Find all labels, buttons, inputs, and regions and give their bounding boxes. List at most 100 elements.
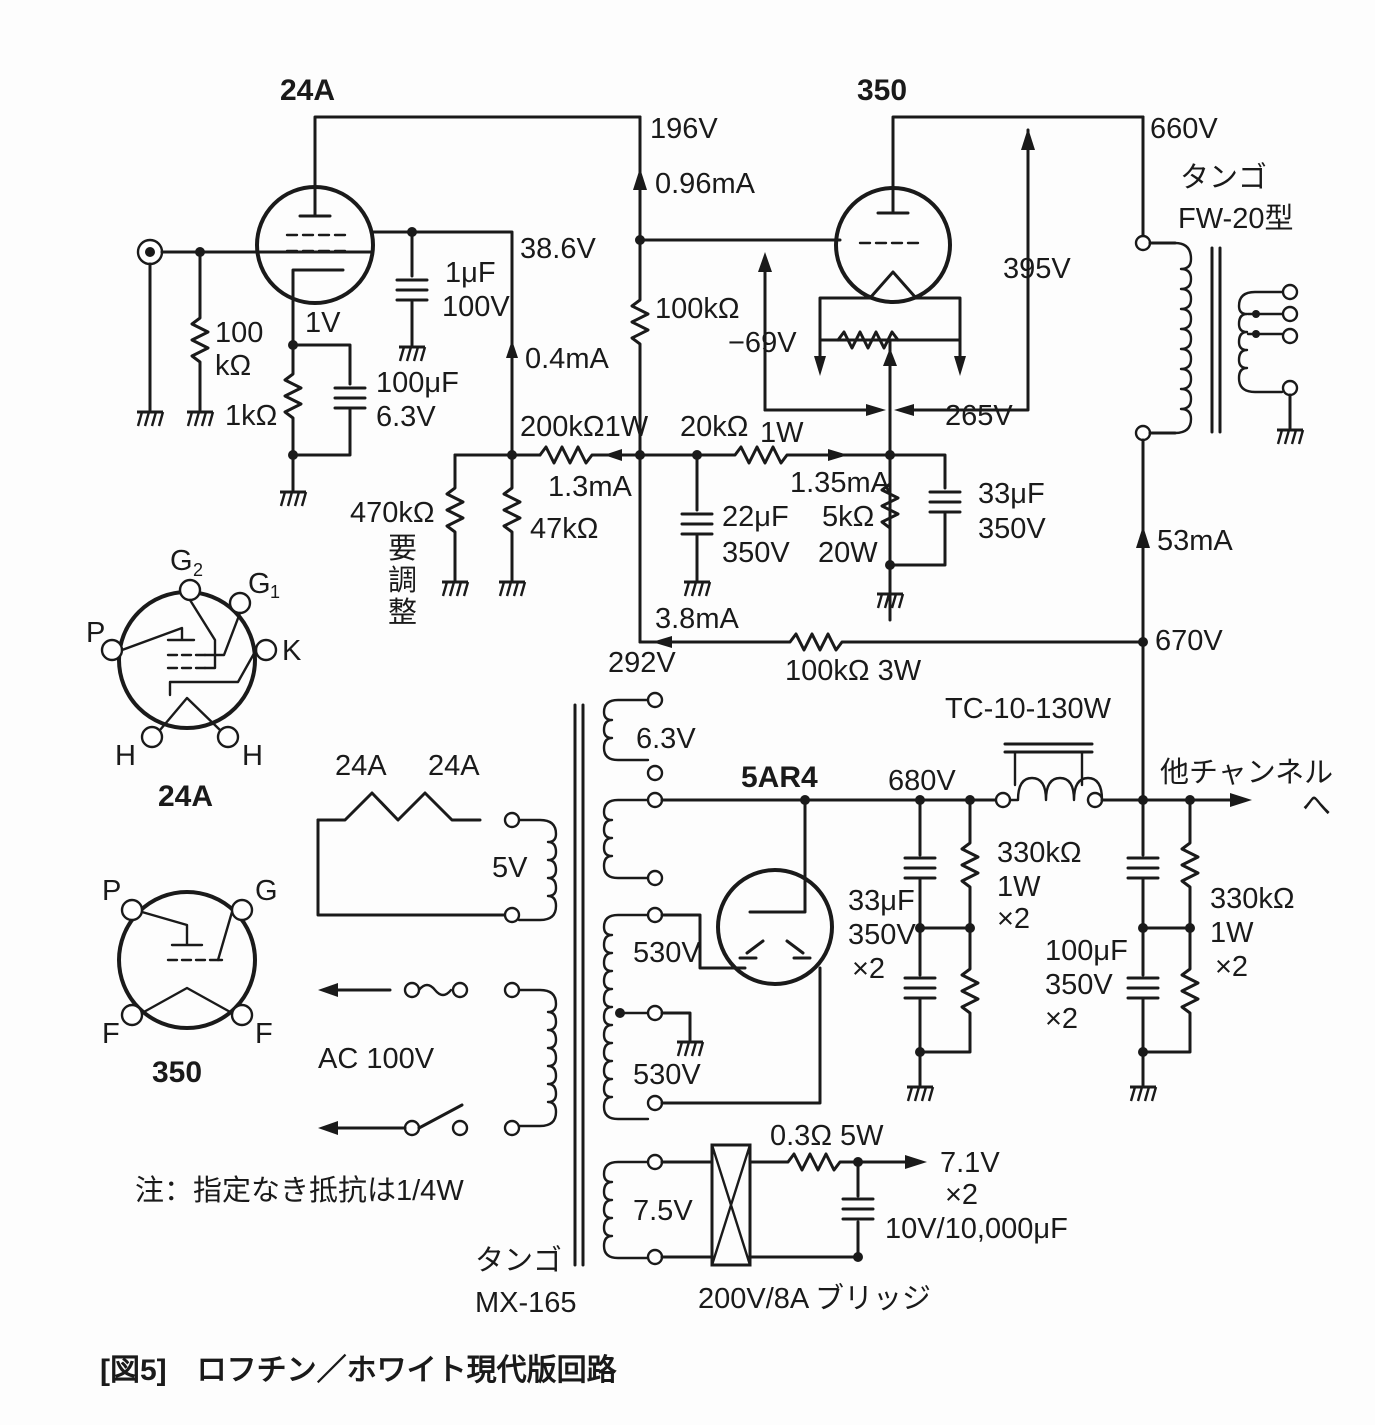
- label-670v: 670V: [1155, 625, 1223, 657]
- label-r470k-note-3: 整: [388, 596, 417, 629]
- output-transformer: [1134, 115, 1305, 802]
- pin-350-p: P: [102, 875, 121, 907]
- label-heater-24a-1: 24A: [335, 750, 387, 782]
- label-c10000: 10V/10,000μF: [885, 1213, 1068, 1245]
- label-096ma: 0.96mA: [655, 168, 756, 200]
- label-530v-a: 530V: [633, 937, 701, 969]
- label-24a: 24A: [280, 74, 335, 107]
- label-r5k-1: 5kΩ: [822, 501, 874, 533]
- label-power-trans-1: タンゴ: [475, 1244, 562, 1277]
- pin-24a-g2: G: [170, 545, 193, 577]
- label-r20k-2: 1W: [760, 417, 804, 449]
- label-other-channel-2: へ: [1302, 790, 1331, 822]
- pin-24a-h2: H: [242, 740, 263, 772]
- pinout-24a: [100, 578, 278, 749]
- label-r20k-1: 20kΩ: [680, 411, 748, 443]
- pin-24a-g1-sub: 1: [270, 582, 280, 602]
- pin-24a-p: P: [86, 617, 105, 649]
- pin-24a-h1: H: [115, 740, 136, 772]
- label-c100x2-1: 100μF: [1045, 935, 1128, 967]
- label-04ma: 0.4mA: [525, 343, 609, 375]
- label-choke: TC-10-130W: [945, 693, 1112, 725]
- label-350: 350: [857, 74, 907, 107]
- label-power-trans-2: MX-165: [475, 1287, 577, 1319]
- label-r1k: 1kΩ: [225, 400, 277, 432]
- label-135ma: 1.35mA: [790, 467, 891, 499]
- rectifier-5ar4: [660, 742, 1252, 1105]
- label-r47k: 47kΩ: [530, 513, 598, 545]
- label-bridge-rating: 200V/8A: [698, 1283, 810, 1315]
- label-196v: 196V: [650, 113, 718, 145]
- label-c100u-1: 100μF: [376, 367, 459, 399]
- label-386v: 38.6V: [520, 233, 596, 265]
- pinout-350: [117, 890, 257, 1030]
- labels: 24A 350 5AR4 196V 0.96mA 38.6V 1V 660V 3…: [86, 74, 1333, 1387]
- label-395v: 395V: [1003, 253, 1071, 285]
- pin-24a-g2-sub: 2: [193, 560, 203, 580]
- label-c22u-2: 350V: [722, 537, 790, 569]
- figure-caption: [図5] ロフチン／ホワイト現代版回路: [100, 1354, 618, 1387]
- label-c33u-1: 33μF: [978, 478, 1045, 510]
- label-minus69v: −69V: [728, 327, 797, 359]
- label-c22u-1: 22μF: [722, 501, 789, 533]
- label-r330k-a-1: 330kΩ: [997, 837, 1082, 869]
- label-r100-in-2: kΩ: [215, 350, 251, 382]
- label-r03: 0.3Ω 5W: [770, 1120, 884, 1152]
- label-13ma: 1.3mA: [548, 471, 632, 503]
- label-c1u-1: 1μF: [445, 257, 496, 289]
- label-r100k: 100kΩ: [655, 293, 740, 325]
- tube-350-stage: [440, 115, 1148, 652]
- tube-24a-stage: [135, 115, 642, 508]
- label-heater-24a-2: 24A: [428, 750, 480, 782]
- label-530v-b: 530V: [633, 1059, 701, 1091]
- label-c100x2-3: ×2: [1045, 1003, 1078, 1035]
- label-71v-x2: ×2: [945, 1179, 978, 1211]
- pin-350-f2: F: [255, 1018, 273, 1050]
- label-292v: 292V: [608, 647, 676, 679]
- pin-350-name: 350: [152, 1056, 202, 1089]
- label-r5k-2: 20W: [818, 537, 878, 569]
- label-r470k: 470kΩ: [350, 497, 435, 529]
- label-r330k-b-1: 330kΩ: [1210, 883, 1295, 915]
- label-r330k-a-2: 1W: [997, 871, 1041, 903]
- label-53ma: 53mA: [1157, 525, 1233, 557]
- label-r330k-b-3: ×2: [1215, 951, 1248, 983]
- label-out-trans-2: FW-20型: [1178, 202, 1293, 235]
- label-1v: 1V: [305, 307, 341, 339]
- dc-heater-supply: [660, 1143, 927, 1267]
- label-r100k3w: 100kΩ 3W: [785, 655, 922, 687]
- label-75v: 7.5V: [633, 1195, 693, 1227]
- label-r330k-b-2: 1W: [1210, 917, 1254, 949]
- label-660v: 660V: [1150, 113, 1218, 145]
- label-r470k-note-1: 要: [388, 533, 417, 565]
- label-r470k-note-2: 調: [388, 564, 417, 597]
- label-c33x2-3: ×2: [852, 953, 885, 985]
- label-5ar4: 5AR4: [741, 761, 818, 794]
- label-5v: 5V: [492, 852, 528, 884]
- pin-24a-g1: G: [248, 568, 271, 600]
- label-38ma: 3.8mA: [655, 603, 739, 635]
- label-other-channel-1: 他チャンネル: [1160, 756, 1333, 789]
- label-680v: 680V: [888, 765, 956, 797]
- label-265v: 265V: [945, 400, 1013, 432]
- pin-350-f1: F: [102, 1018, 120, 1050]
- pin-24a-k: K: [282, 635, 302, 667]
- label-ac100v: AC 100V: [318, 1043, 435, 1075]
- label-c100x2-2: 350V: [1045, 969, 1113, 1001]
- label-r200k: 200kΩ1W: [520, 411, 649, 443]
- label-c33u-2: 350V: [978, 513, 1046, 545]
- pin-350-g: G: [255, 875, 278, 907]
- label-bridge-name: ブリッジ: [815, 1282, 931, 1315]
- label-c100u-2: 6.3V: [376, 401, 436, 433]
- label-c1u-2: 100V: [442, 291, 510, 323]
- pin-24a-name: 24A: [158, 780, 213, 813]
- label-r330k-a-3: ×2: [997, 903, 1030, 935]
- label-63v: 6.3V: [636, 723, 696, 755]
- label-r100-in-1: 100: [215, 317, 263, 349]
- label-71v: 7.1V: [940, 1147, 1000, 1179]
- label-out-trans-1: タンゴ: [1180, 161, 1267, 194]
- label-note: 注：指定なき抵抗は1/4W: [135, 1174, 464, 1207]
- label-c33x2-2: 350V: [848, 919, 916, 951]
